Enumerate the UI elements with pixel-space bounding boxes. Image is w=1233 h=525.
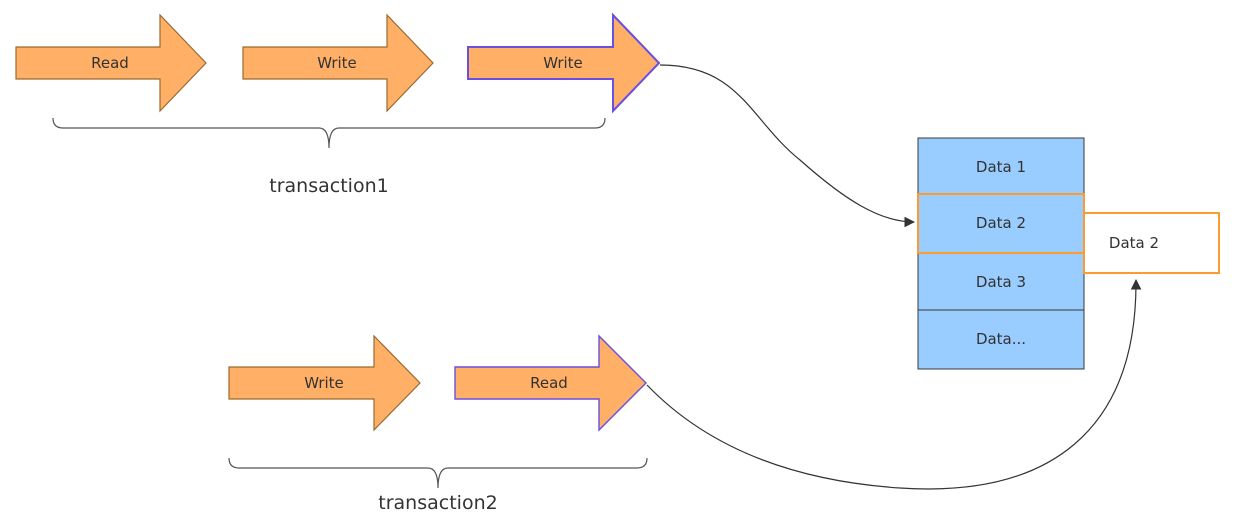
data-cell-3 [917, 252, 1085, 311]
transaction1-group: Read Write Write transaction1 [15, 12, 661, 197]
data-cell-more-label: Data... [976, 330, 1026, 348]
transaction1-brace [52, 117, 606, 149]
data-cell-more [917, 309, 1085, 370]
connector-write-to-data2 [659, 64, 916, 228]
transaction2-label: transaction2 [378, 492, 497, 514]
t2-step-write-label: Write [304, 374, 344, 392]
t2-step-read-highlighted-arrow: Read [454, 334, 647, 432]
t1-step-write-highlighted-label: Write [543, 54, 583, 72]
data-cell-1 [917, 137, 1085, 195]
data-cell-2-label: Data 2 [976, 214, 1026, 232]
t2-step-write-arrow: Write [228, 334, 421, 432]
data-table: Data 1 Data 2 Data 3 Data... [917, 137, 1085, 370]
data-cell-3-label: Data 3 [976, 273, 1026, 291]
t2-step-read-label: Read [530, 374, 568, 392]
transaction1-label: transaction1 [269, 175, 388, 197]
data-cell-2 [917, 193, 1085, 254]
t1-step-read-label: Read [91, 54, 129, 72]
t1-step-write-label: Write [317, 54, 357, 72]
t1-step-write-arrow: Write [242, 13, 434, 113]
t1-step-write-highlighted-arrow: Write [467, 12, 661, 114]
data-2-copy-label: Data 2 [1109, 234, 1159, 252]
data-2-copy-box: Data 2 [1083, 212, 1220, 274]
transaction2-group: Write Read transaction2 [228, 334, 648, 514]
connector-read-to-data2-copy [646, 278, 1142, 490]
data-cell-1-label: Data 1 [976, 158, 1026, 176]
transaction2-brace [228, 457, 648, 489]
t1-step-read-arrow: Read [15, 13, 207, 113]
